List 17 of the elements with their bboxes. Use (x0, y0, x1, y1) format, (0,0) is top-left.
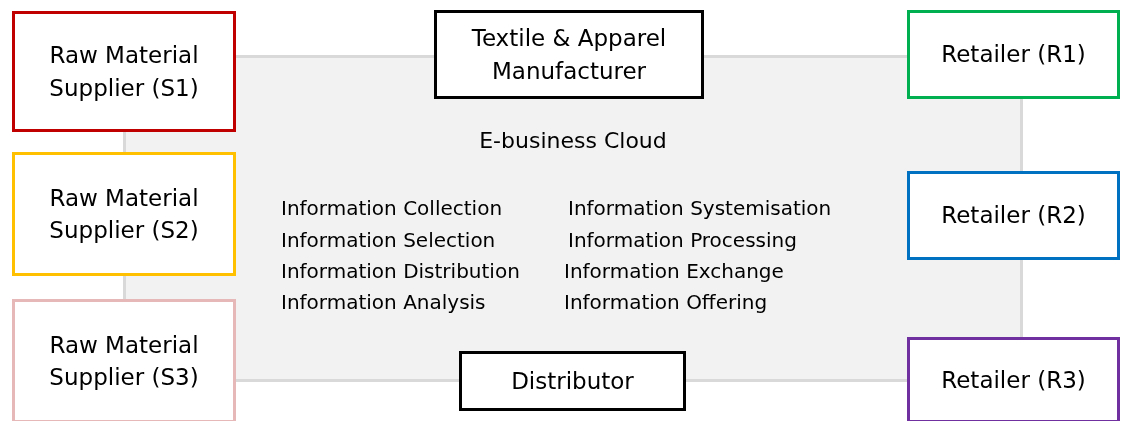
function-label: Information Analysis (281, 290, 486, 314)
function-label: Information Collection (281, 196, 503, 220)
function-label: Information Offering (564, 290, 768, 314)
function-label: Information Distribution (281, 259, 520, 283)
distributor-box: Distributor (459, 351, 686, 411)
function-label: Information Systemisation (568, 196, 832, 220)
panel-title: E-business Cloud (478, 128, 668, 155)
manufacturer-box: Textile & Apparel Manufacturer (434, 10, 704, 99)
supplier-box: Raw Material Supplier (S2) (12, 152, 236, 276)
retailer-box: Retailer (R1) (907, 10, 1120, 99)
retailer-box: Retailer (R2) (907, 171, 1120, 260)
retailer-box: Retailer (R3) (907, 337, 1120, 421)
function-label: Information Exchange (564, 259, 784, 283)
function-label: Information Selection (281, 228, 496, 252)
supplier-box: Raw Material Supplier (S3) (12, 299, 236, 421)
function-label: Information Processing (568, 228, 797, 252)
supplier-box: Raw Material Supplier (S1) (12, 11, 236, 132)
